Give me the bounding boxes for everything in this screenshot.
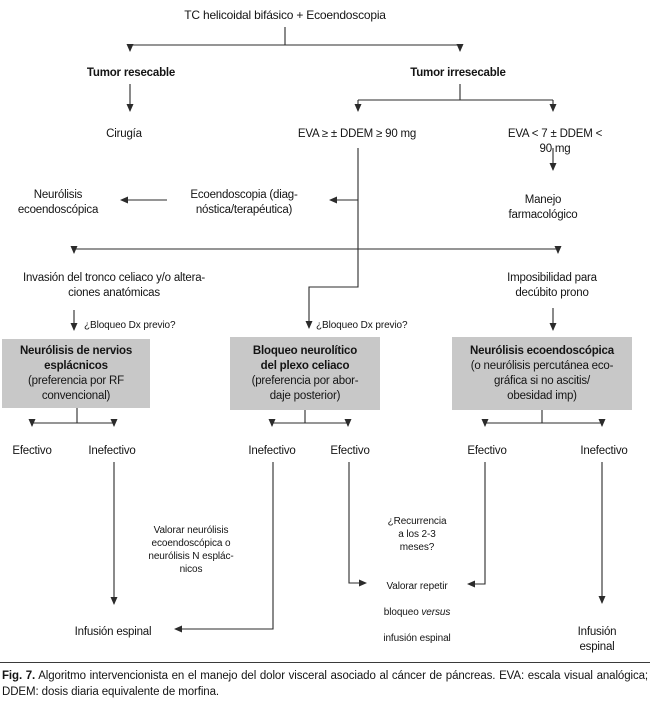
node-eva-low: EVA < 7 ± DDEM < 90 mg [507, 128, 603, 155]
outcome-inefectivo-1: Inefectivo [88, 445, 136, 457]
outcome-inefectivo-2: Inefectivo [248, 445, 296, 457]
box-neurolisis-esplacnicos-title: Neurólisis de nervios esplácnicos [19, 344, 133, 372]
node-imposibilidad-decubito: Imposibilidad para decúbito prono [507, 272, 597, 299]
node-tumor-resecable: Tumor resecable [86, 67, 176, 79]
box-bloqueo-plexo-celiaco-note: (preferencia por abor- daje posterior) [251, 374, 359, 402]
figure-caption: Fig. 7. Algoritmo intervencionista en el… [2, 668, 648, 700]
note-valorar-repetir-versus: versus [421, 607, 451, 618]
box-bloqueo-plexo-celiaco-title: Bloqueo neurolítico del plexo celiaco [252, 344, 358, 372]
label-bloqueo-dx-previo-mid: ¿Bloqueo Dx previo? [316, 320, 408, 331]
connector-eva-high-main [305, 148, 359, 329]
node-invasion-tronco-celiaco: Invasión del tronco celiaco y/o altera- … [22, 272, 206, 299]
note-valorar-repetir-line1: Valorar repetir [386, 581, 448, 592]
note-valorar-repetir-line3: infusión espinal [383, 633, 451, 644]
box-neurolisis-ecoendoscopica-note: (o neurólisis percutánea eco- gráfica si… [470, 359, 614, 402]
node-eva-high: EVA ≥ ± DDEM ≥ 90 mg [297, 128, 417, 140]
outcome-efectivo-3: Efectivo [467, 445, 507, 457]
box-neurolisis-esplacnicos: Neurólisis de nervios esplácnicos (prefe… [2, 339, 150, 408]
box-neurolisis-esplacnicos-note: (preferencia por RF convencional) [28, 374, 124, 402]
node-cirugia: Cirugía [106, 128, 142, 140]
arrow-inefectivo2-to-spinal [174, 462, 274, 633]
note-valorar-repetir-line2: bloqueo [383, 607, 422, 618]
node-tumor-irresecable: Tumor irresecable [410, 67, 506, 79]
box-neurolisis-ecoendoscopica-title: Neurólisis ecoendoscópica [470, 344, 614, 357]
arrow-efectivo3-to-repeat [467, 462, 486, 588]
figure-caption-label: Fig. 7. [2, 670, 36, 682]
note-valorar-repetir: Valorar repetir bloqueo versus infusión … [383, 567, 450, 645]
label-bloqueo-dx-previo-left: ¿Bloqueo Dx previo? [84, 320, 176, 331]
node-neurolisis-ecoendoscopica: Neurólisis ecoendoscópica [17, 189, 99, 216]
arrow-efectivo2-to-repeat [348, 462, 367, 587]
node-infusion-espinal-left: Infusión espinal [74, 626, 152, 638]
box-neurolisis-ecoendoscopica: Neurólisis ecoendoscópica (o neurólisis … [452, 337, 632, 410]
note-recurrencia: ¿Recurrencia a los 2-3 meses? [387, 516, 447, 553]
outcome-efectivo-1: Efectivo [12, 445, 52, 457]
figure-caption-text: Algoritmo intervencionista en el manejo … [2, 670, 649, 698]
note-valorar-neurolisis: Valorar neurólisis ecoendoscópica o neur… [148, 525, 234, 575]
caption-rule [0, 662, 650, 663]
node-root: TC helicoidal bifásico + Ecoendoscopia [184, 8, 386, 22]
node-infusion-espinal-right: Infusión espinal [577, 626, 617, 653]
node-ecoendoscopia-diagnostica: Ecoendoscopia (diag- nóstica/terapéutica… [190, 189, 298, 216]
outcome-efectivo-2: Efectivo [330, 445, 370, 457]
box-bloqueo-plexo-celiaco: Bloqueo neurolítico del plexo celiaco (p… [230, 337, 380, 410]
outcome-inefectivo-3: Inefectivo [580, 445, 628, 457]
node-manejo-farmacologico: Manejo farmacológico [508, 194, 578, 221]
